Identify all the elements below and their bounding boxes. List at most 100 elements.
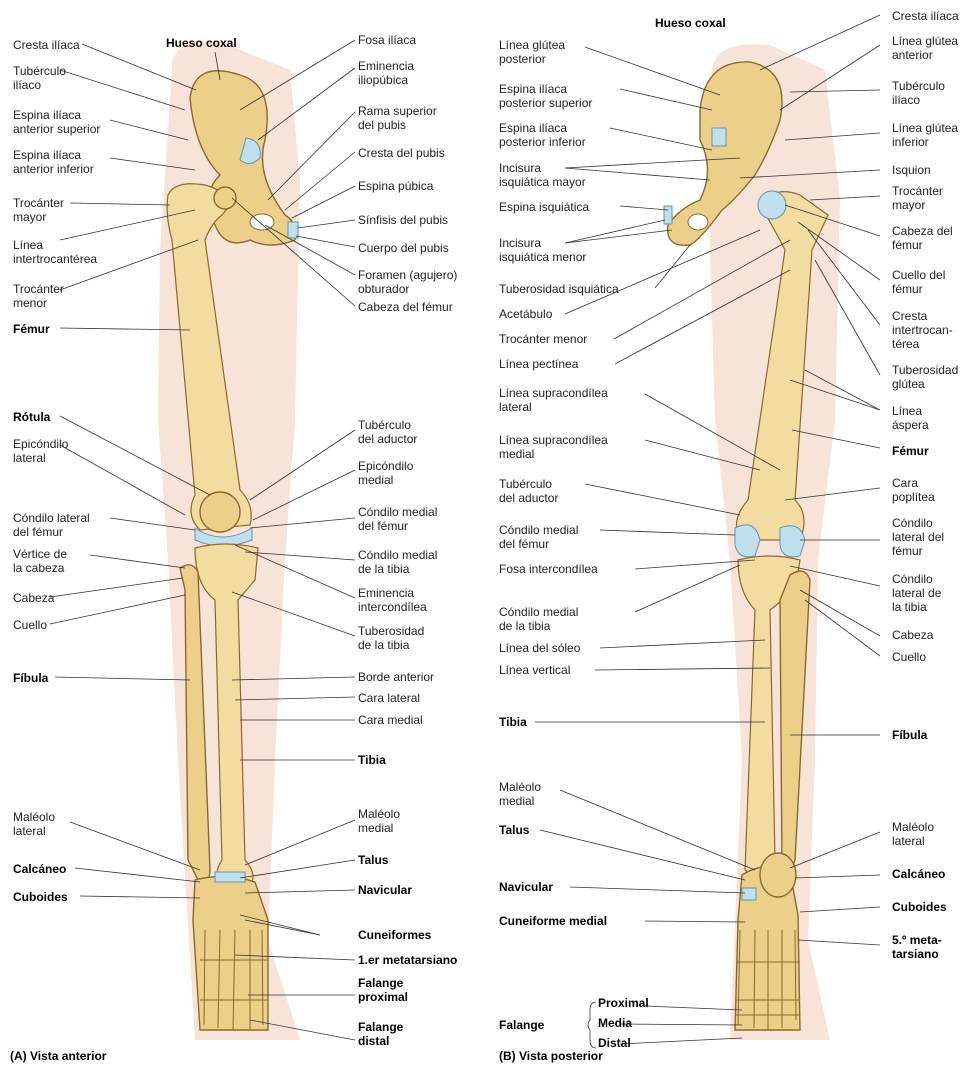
label-media-b: Media [598, 1016, 632, 1030]
label-navicular-b: Navicular [499, 880, 553, 894]
label-espina-iliaca-anterior-inferior: Espina ilíaca anterior inferior [13, 148, 94, 176]
label-maleolo-lateral-a: Maléolo lateral [13, 810, 55, 838]
label-cresta-iliaca-b: Cresta ilíaca [892, 9, 959, 23]
label-cresta-iliaca-a: Cresta ilíaca [13, 38, 80, 52]
label-tuberculo-aductor-b: Tubérculo del aductor [499, 477, 558, 505]
label-cabeza-femur-a: Cabeza del fémur [358, 300, 453, 314]
label-cuboides-a: Cuboides [13, 890, 68, 904]
label-cuneiformes: Cuneiformes [358, 928, 431, 942]
label-eminencia-iliopubica: Eminencia iliopúbica [358, 59, 414, 87]
posterior-obturator-foramen [688, 214, 708, 230]
label-sinfisis-pubis: Sínfisis del pubis [358, 213, 448, 227]
label-linea-supracondilea-medial: Línea supracondílea medial [499, 433, 608, 461]
label-rotula: Rótula [13, 410, 50, 424]
posterior-leg-illustration [664, 44, 840, 1040]
posterior-sacroiliac-cartilage [712, 128, 726, 146]
label-trocanter-mayor-a: Trocánter mayor [13, 196, 64, 224]
label-talus-b: Talus [499, 823, 529, 837]
label-linea-glutea-posterior: Línea glútea posterior [499, 38, 565, 66]
label-tuberculo-aductor-a: Tubérculo del aductor [358, 418, 417, 446]
posterior-navicular-cartilage [742, 888, 756, 900]
label-fosa-iliaca: Fosa ilíaca [358, 33, 416, 47]
label-condilo-lateral-femur-a: Cóndilo lateral del fémur [13, 511, 90, 539]
label-linea-supracondilea-lateral: Línea supracondílea lateral [499, 386, 608, 414]
label-linea-glutea-anterior: Línea glútea anterior [892, 34, 958, 62]
posterior-calcaneus [760, 853, 796, 897]
label-linea-aspera: Línea áspera [892, 404, 929, 432]
label-espina-isquiatica: Espina isquiática [499, 200, 589, 214]
label-trocanter-mayor-b: Trocánter mayor [892, 184, 943, 212]
label-condilo-medial-femur-b: Cóndilo medial del fémur [499, 523, 578, 551]
label-cuboides-b: Cuboides [892, 900, 947, 914]
label-hueso-coxal-b: Hueso coxal [655, 16, 726, 30]
label-proximal-b: Proximal [598, 996, 649, 1010]
label-condilo-lateral-tibia: Cóndilo lateral de la tibia [892, 572, 941, 614]
label-tuberosidad-glutea: Tuberosidad glútea [892, 363, 958, 391]
label-tibia-a: Tibia [358, 753, 386, 767]
label-cuello-b: Cuello [892, 650, 926, 664]
label-espina-pubica: Espina púbica [358, 179, 433, 193]
label-tuberculo-iliaco-b: Tubérculo ilíaco [892, 79, 945, 107]
label-calcaneo-b: Calcáneo [892, 867, 945, 881]
anterior-leg-illustration [158, 40, 300, 1040]
label-tuberosidad-isquiatica: Tuberosidad isquiática [499, 282, 619, 296]
label-distal-b: Distal [598, 1036, 631, 1050]
caption-anterior-view: (A) Vista anterior [10, 1049, 106, 1063]
label-linea-vertical: Línea vertical [499, 663, 570, 677]
posterior-ischial-spine-cartilage [664, 206, 672, 224]
label-cuello-a: Cuello [13, 618, 47, 632]
label-rama-superior-pubis: Rama superior del pubis [358, 104, 437, 132]
label-femur-a: Fémur [13, 322, 50, 336]
label-condilo-medial-tibia-b: Cóndilo medial de la tibia [499, 605, 578, 633]
label-calcaneo-a: Calcáneo [13, 862, 66, 876]
caption-posterior-view: (B) Vista posterior [499, 1049, 603, 1063]
label-fibula-a: Fíbula [13, 671, 48, 685]
label-tuberosidad-tibia: Tuberosidad de la tibia [358, 624, 424, 652]
anterior-patella [200, 492, 240, 532]
label-espina-iliaca-anterior-superior: Espina ilíaca anterior superior [13, 108, 100, 136]
label-linea-glutea-inferior: Línea glútea inferior [892, 121, 958, 149]
label-cresta-intertrocanterea: Cresta intertrocan- térea [892, 309, 953, 351]
label-cabeza-femur-b: Cabeza del fémur [892, 224, 953, 252]
label-femur-b: Fémur [892, 444, 929, 458]
label-isquion: Isquion [892, 163, 931, 177]
label-condilo-medial-tibia-a: Cóndilo medial de la tibia [358, 548, 437, 576]
label-vertice-cabeza: Vértice de la cabeza [13, 547, 67, 575]
anterior-talus-cartilage [215, 872, 245, 882]
label-trocanter-menor-b: Trocánter menor [499, 332, 587, 346]
label-cuneiforme-medial: Cuneiforme medial [499, 914, 607, 928]
label-falange-b: Falange [499, 1018, 544, 1032]
anterior-femoral-head [214, 187, 236, 209]
label-condilo-medial-femur-a: Cóndilo medial del fémur [358, 505, 437, 533]
label-hueso-coxal-a: Hueso coxal [166, 36, 237, 50]
label-cresta-pubis: Cresta del pubis [358, 146, 445, 160]
label-espina-iliaca-posterior-superior: Espina ilíaca posterior superior [499, 82, 592, 110]
label-navicular-a: Navicular [358, 883, 412, 897]
label-tuberculo-iliaco-a: Tubérculo ilíaco [13, 64, 66, 92]
label-epicondilo-medial: Epicóndilo medial [358, 459, 413, 487]
label-incisura-isquiatica-menor: Incisura isquiática menor [499, 236, 586, 264]
label-espina-iliaca-posterior-inferior: Espina ilíaca posterior inferior [499, 121, 586, 149]
label-foramen-obturador: Foramen (agujero) obturador [358, 268, 457, 296]
label-falange-proximal-a: Falange proximal [358, 976, 408, 1004]
label-talus-a: Talus [358, 853, 388, 867]
label-primer-metatarsiano: 1.er metatarsiano [358, 953, 457, 967]
label-maleolo-medial-a: Maléolo medial [358, 807, 400, 835]
label-trocanter-menor-a: Trocánter menor [13, 282, 64, 310]
label-cara-lateral: Cara lateral [358, 691, 420, 705]
posterior-femoral-head [758, 191, 786, 219]
label-epicondilo-lateral: Epicóndilo lateral [13, 437, 68, 465]
label-incisura-isquiatica-mayor: Incisura isquiática mayor [499, 161, 586, 189]
label-linea-soleo: Línea del sóleo [499, 641, 580, 655]
label-cabeza-b: Cabeza [892, 628, 933, 642]
label-fosa-intercondilea: Fosa intercondílea [499, 562, 598, 576]
label-acetabulo: Acetábulo [499, 307, 552, 321]
label-maleolo-lateral-b: Maléolo lateral [892, 820, 934, 848]
anterior-pubic-symphysis-cartilage [288, 222, 298, 238]
label-falange-distal-a: Falange distal [358, 1020, 403, 1048]
label-cuerpo-pubis: Cuerpo del pubis [358, 241, 449, 255]
label-tibia-b: Tibia [499, 715, 527, 729]
label-cuello-femur: Cuello del fémur [892, 268, 945, 296]
label-eminencia-intercondilea: Eminencia intercondílea [358, 586, 427, 614]
